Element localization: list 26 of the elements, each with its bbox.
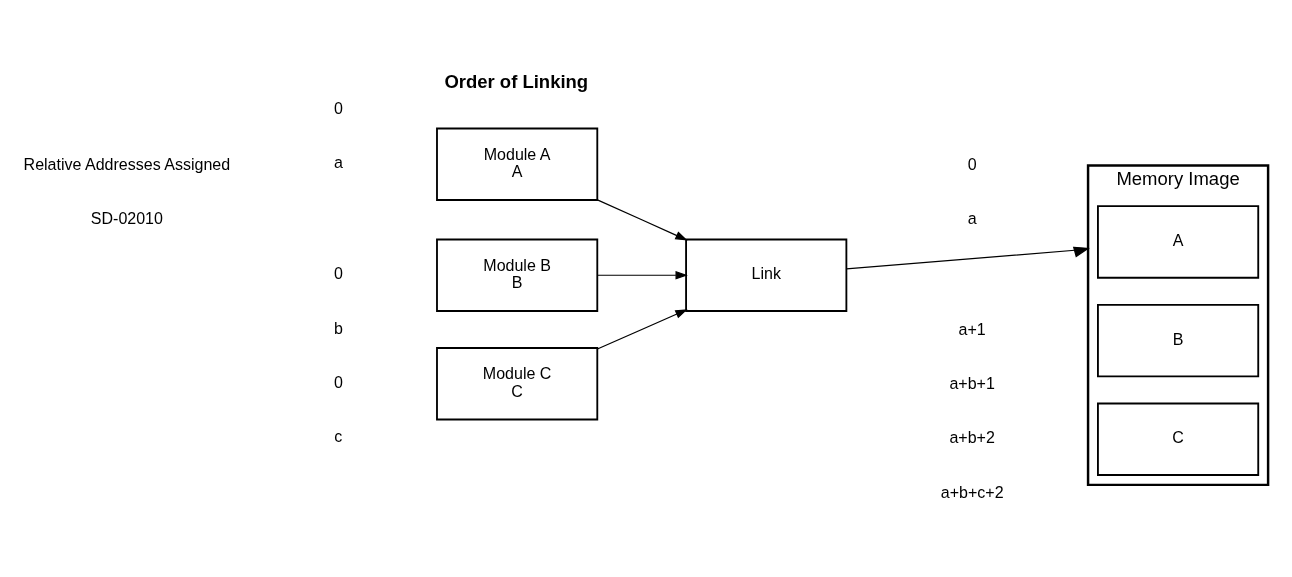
- arrow: [845, 246, 1090, 270]
- label: SD-02010: [90, 208, 163, 227]
- node-box: Module A A: [436, 127, 599, 201]
- node-box: Module C C: [436, 347, 599, 421]
- node-box: A: [1097, 205, 1260, 279]
- node-box: Link: [685, 238, 848, 312]
- label: a: [333, 153, 343, 172]
- node-box: C: [1097, 402, 1260, 476]
- label: a+b+1: [949, 374, 995, 393]
- label: 0: [333, 99, 343, 118]
- label: 0: [333, 264, 343, 283]
- label: Relative Addresses Assigned: [23, 154, 231, 173]
- label: a: [967, 208, 977, 227]
- arrow: [596, 199, 688, 241]
- arrow: [596, 270, 688, 280]
- label: 0: [333, 372, 343, 391]
- label: a+b+2: [949, 428, 995, 447]
- node-box: B: [1097, 303, 1260, 378]
- node-box: Module B B: [436, 238, 599, 312]
- label: b: [333, 318, 343, 337]
- label: a+b+c+2: [940, 482, 1004, 501]
- arrow: [596, 309, 688, 350]
- label: Order of Linking: [444, 71, 589, 93]
- label: 0: [967, 154, 977, 173]
- label: c: [334, 427, 343, 446]
- label: a+1: [958, 319, 986, 338]
